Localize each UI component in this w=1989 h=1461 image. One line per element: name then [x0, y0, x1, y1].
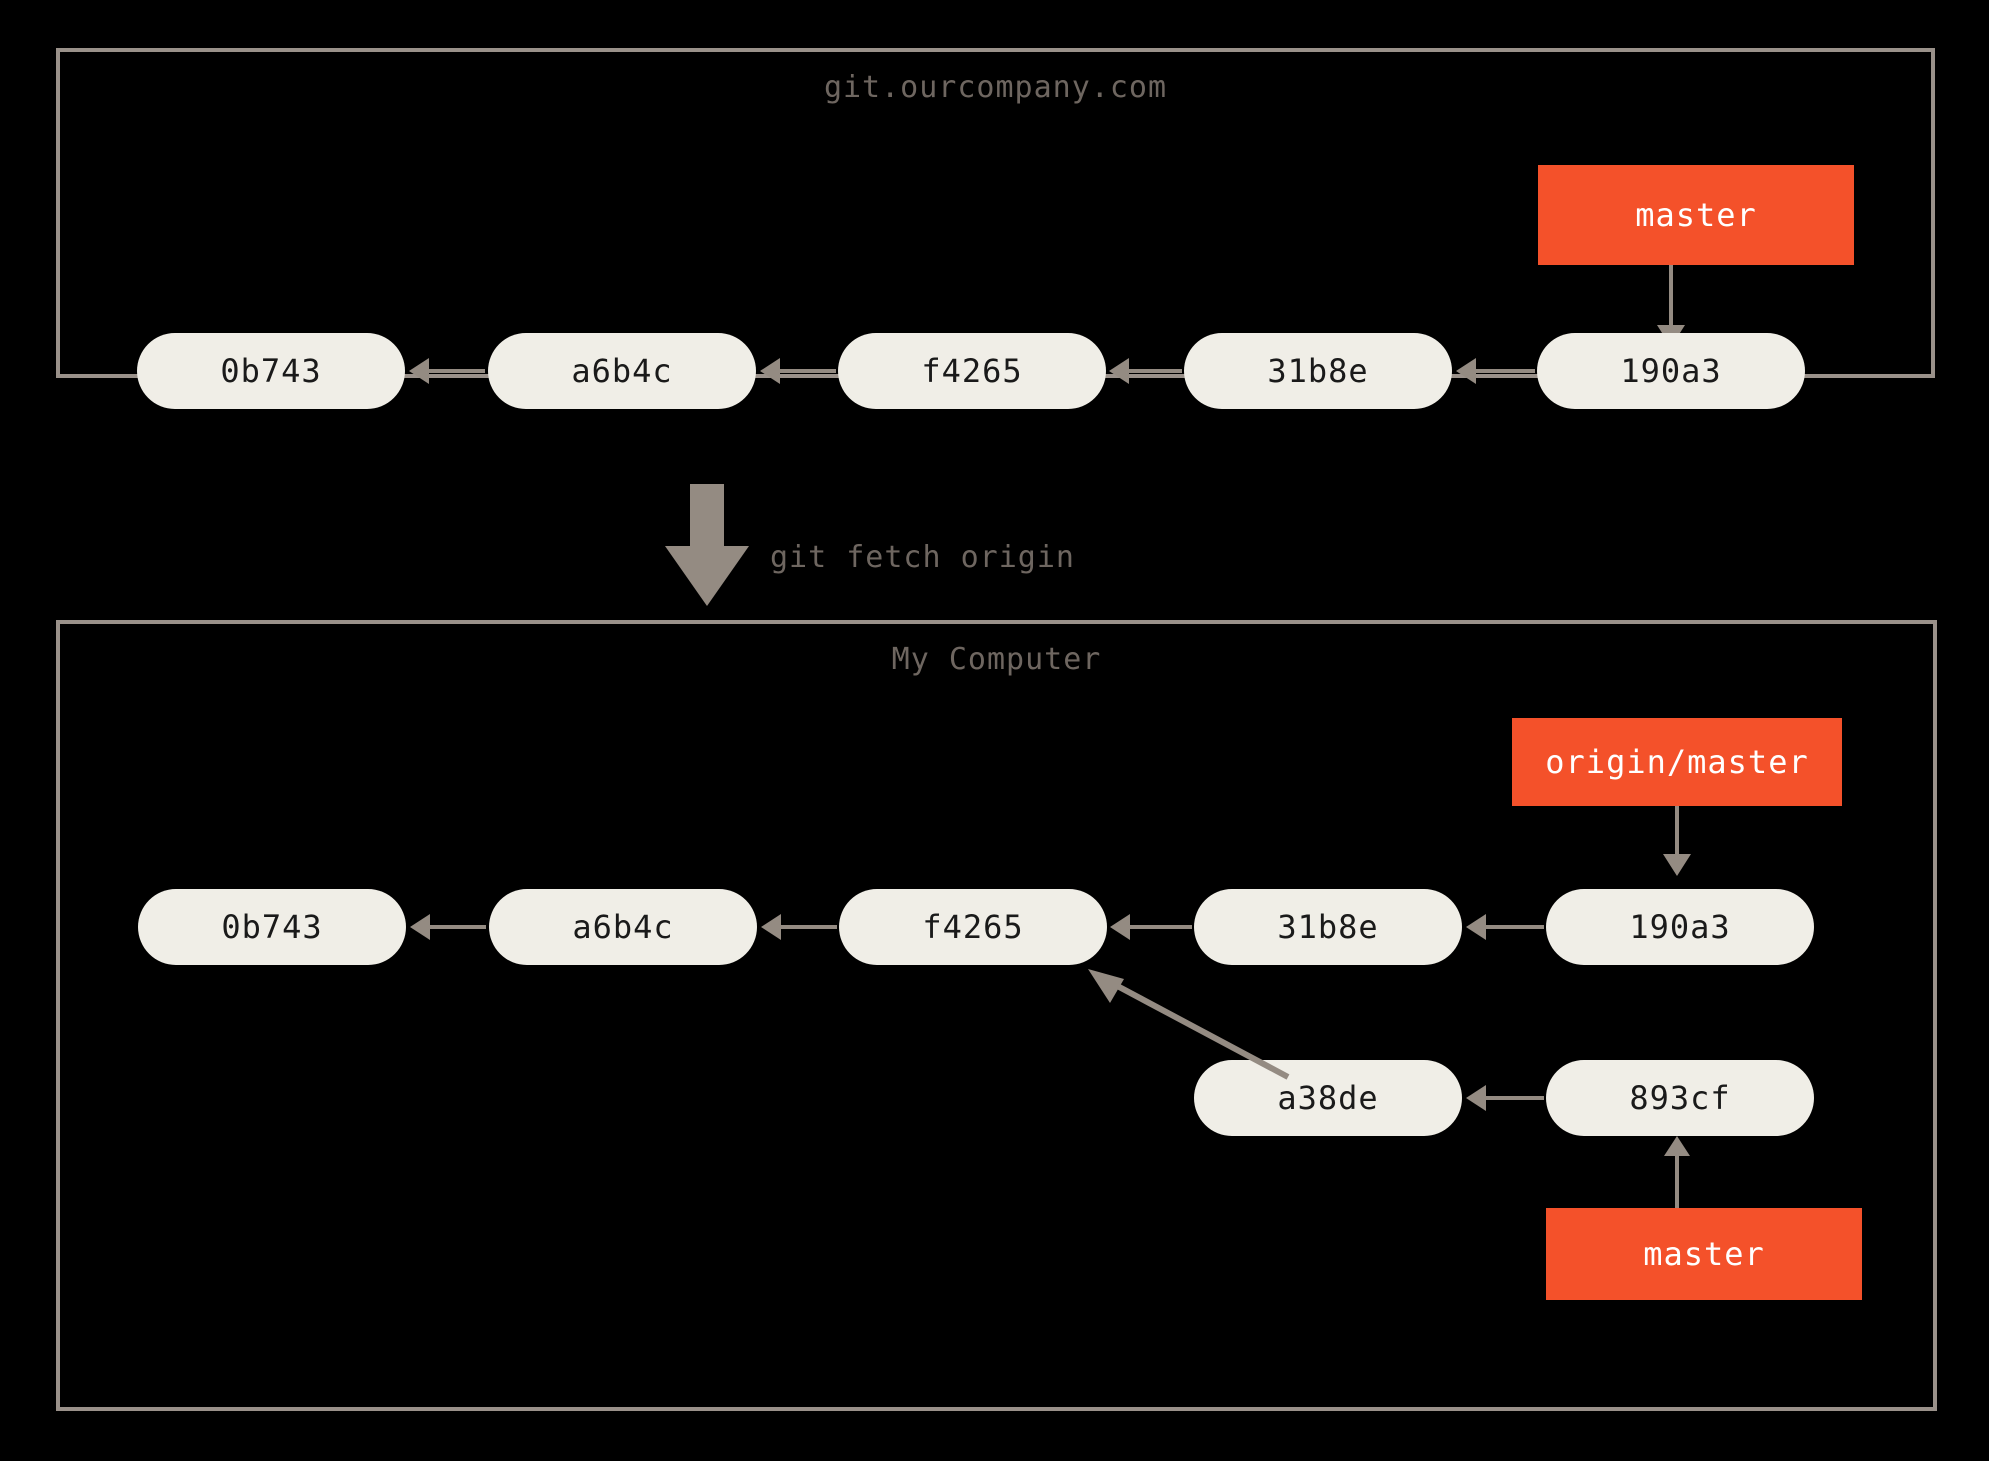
arrow-head [761, 914, 781, 940]
arrow-a38de-to-f4265 [1088, 969, 1290, 1080]
commit-id: 190a3 [1629, 908, 1731, 946]
arrow-shaft [1482, 925, 1544, 929]
branch-label-text: origin/master [1545, 743, 1809, 781]
arrow-shaft [425, 369, 485, 373]
arrow-head [1664, 1136, 1690, 1156]
arrow-head [1466, 1085, 1486, 1111]
arrow-shaft [1126, 925, 1192, 929]
arrow-shaft [1472, 369, 1535, 373]
local-host-container: My Computer [56, 620, 1937, 1411]
arrow-head [760, 358, 780, 384]
arrow-shaft [776, 369, 836, 373]
arrow-head [1088, 969, 1124, 1003]
arrow-head [1110, 914, 1130, 940]
commit-node[interactable]: f4265 [838, 333, 1106, 409]
local-host-title: My Computer [891, 642, 1102, 677]
arrow-shaft [1482, 1096, 1544, 1100]
fetch-command-label: git fetch origin [770, 540, 1075, 575]
commit-node[interactable]: 190a3 [1537, 333, 1805, 409]
commit-node[interactable]: 893cf [1546, 1060, 1814, 1136]
branch-label-master-local[interactable]: master [1546, 1208, 1862, 1300]
commit-node[interactable]: 0b743 [138, 889, 406, 965]
arrow-shaft [777, 925, 837, 929]
branch-label-origin-master[interactable]: origin/master [1512, 718, 1842, 806]
commit-id: 31b8e [1267, 352, 1369, 390]
commit-node[interactable]: a6b4c [488, 333, 756, 409]
commit-id: 190a3 [1620, 352, 1722, 390]
arrow-head [1109, 358, 1129, 384]
arrow-shaft [1106, 978, 1290, 1080]
commit-node[interactable]: 31b8e [1184, 333, 1452, 409]
commit-id: f4265 [921, 352, 1023, 390]
branch-label-master-remote[interactable]: master [1538, 165, 1854, 265]
commit-node[interactable]: 31b8e [1194, 889, 1462, 965]
arrow-head [1456, 358, 1476, 384]
arrow-shaft [1125, 369, 1182, 373]
arrow-head [1663, 854, 1691, 876]
arrow-shaft [426, 925, 486, 929]
commit-id: 31b8e [1277, 908, 1379, 946]
commit-id: a38de [1277, 1079, 1379, 1117]
arrow-shaft [1675, 1154, 1679, 1208]
commit-id: a6b4c [572, 908, 674, 946]
arrow-head [665, 546, 749, 606]
commit-id: f4265 [922, 908, 1024, 946]
branch-label-text: master [1643, 1235, 1765, 1273]
fetch-transition-arrow [665, 484, 749, 606]
arrow-shaft [1675, 806, 1679, 858]
commit-node[interactable]: 0b743 [137, 333, 405, 409]
arrow-head [410, 914, 430, 940]
commit-id: 0b743 [221, 908, 323, 946]
remote-host-title: git.ourcompany.com [823, 70, 1168, 105]
commit-node[interactable]: f4265 [839, 889, 1107, 965]
commit-node[interactable]: 190a3 [1546, 889, 1814, 965]
commit-id: a6b4c [571, 352, 673, 390]
arrow-shaft [1669, 265, 1673, 329]
arrow-head [409, 358, 429, 384]
commit-id: 0b743 [220, 352, 322, 390]
branch-label-text: master [1635, 196, 1757, 234]
commit-id: 893cf [1629, 1079, 1731, 1117]
commit-node[interactable]: a6b4c [489, 889, 757, 965]
arrow-head [1466, 914, 1486, 940]
arrow-shaft [690, 484, 724, 546]
commit-node[interactable]: a38de [1194, 1060, 1462, 1136]
